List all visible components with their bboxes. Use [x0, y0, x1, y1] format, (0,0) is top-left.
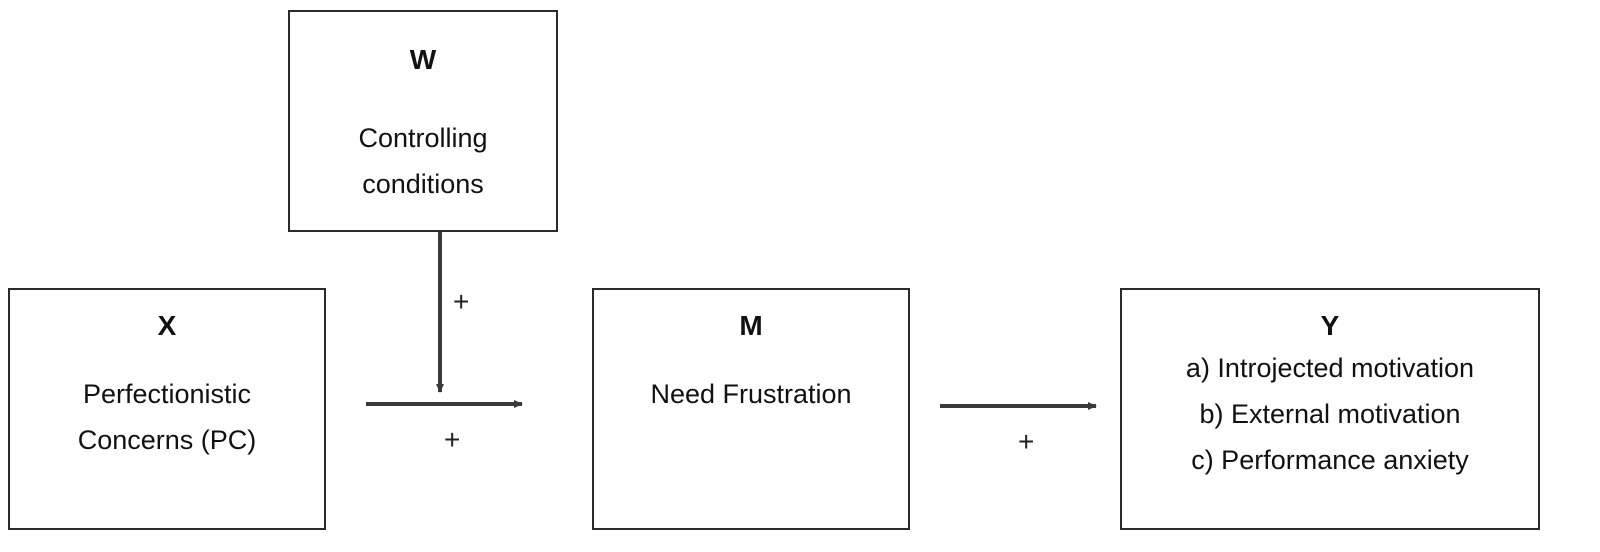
box-y-line-1: a) Introjected motivation	[1185, 353, 1475, 383]
box-w-line-2: conditions	[362, 169, 484, 199]
box-y-line-2: b) External motivation	[1199, 399, 1461, 429]
moderation-plus-sign: +	[453, 286, 470, 317]
box-x-line-2: Concerns (PC)	[77, 425, 257, 455]
box-m-line-1: Need Frustration	[650, 379, 852, 409]
box-letter-y: Y	[1320, 310, 1340, 341]
moderator-box-w: W Controlling conditions	[288, 10, 558, 232]
box-x-line-1: Perfectionistic	[82, 379, 252, 409]
mediator-box-m: M Need Frustration	[592, 288, 910, 530]
box-letter-m: M	[739, 310, 763, 341]
box-letter-x: X	[157, 310, 177, 341]
box-letter-w: W	[409, 44, 437, 75]
outcome-box-y: Y a) Introjected motivation b) External …	[1120, 288, 1540, 530]
x-to-m-plus-sign: +	[444, 424, 461, 455]
m-to-y-plus-sign: +	[1018, 426, 1035, 457]
box-y-line-3: c) Performance anxiety	[1191, 445, 1469, 475]
box-w-line-1: Controlling	[358, 123, 488, 153]
predictor-box-x: X Perfectionistic Concerns (PC)	[8, 288, 326, 530]
